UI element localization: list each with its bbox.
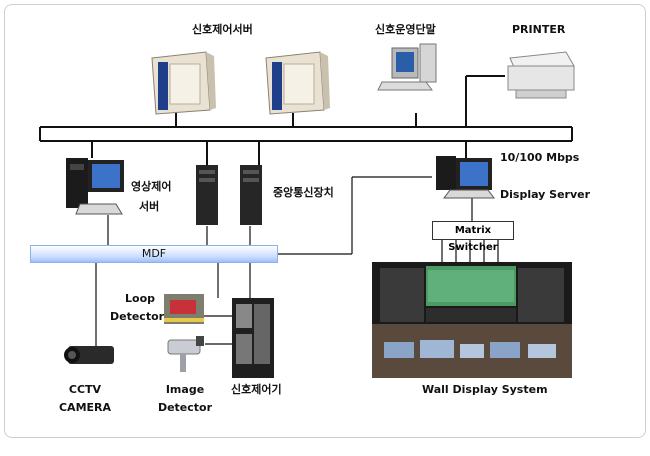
bandwidth-label: 10/100 Mbps	[500, 151, 580, 164]
signal-controller-label: 신호제어기	[231, 383, 282, 396]
terminal-label: 신호운영단말	[375, 23, 436, 36]
video-server-label-line2: 서버	[139, 200, 160, 213]
comm-device-label: 중앙통신장치	[273, 186, 334, 199]
printer-icon	[507, 51, 575, 99]
matrix-switcher-box: Matrix Switcher	[432, 221, 514, 253]
image-detector-label-line1: Image	[165, 383, 205, 396]
mdf-bar: MDF	[30, 245, 278, 263]
signal-server-label: 신호제어서버	[192, 23, 253, 36]
display-server-label: Display Server	[500, 188, 591, 201]
printer-label: PRINTER	[512, 23, 566, 36]
wall-display-icon	[372, 262, 572, 378]
comm-tower-icon	[240, 165, 262, 225]
terminal-icon	[377, 43, 437, 91]
comm-tower-icon	[196, 165, 218, 225]
video-server-label-line1: 영상제어	[131, 180, 172, 193]
cctv-label-line1: CCTV	[68, 383, 102, 396]
cctv-label-line2: CAMERA	[58, 401, 112, 414]
loop-label-line1: Loop	[125, 292, 155, 305]
signal-controller-icon	[232, 298, 274, 378]
video-server-pc-icon	[66, 158, 124, 215]
cctv-camera-icon	[64, 346, 114, 364]
signal-server-icon	[151, 51, 216, 115]
signal-server-icon	[265, 51, 330, 115]
loop-label-line2: Detector	[110, 310, 165, 323]
image-detector-label-line2: Detector	[157, 401, 213, 414]
display-server-pc-icon	[436, 156, 495, 199]
image-detector-icon	[167, 336, 204, 372]
wall-display-label: Wall Display System	[422, 383, 548, 396]
network-bus	[39, 75, 573, 165]
loop-detector-icon	[164, 294, 204, 324]
connections	[95, 176, 499, 346]
